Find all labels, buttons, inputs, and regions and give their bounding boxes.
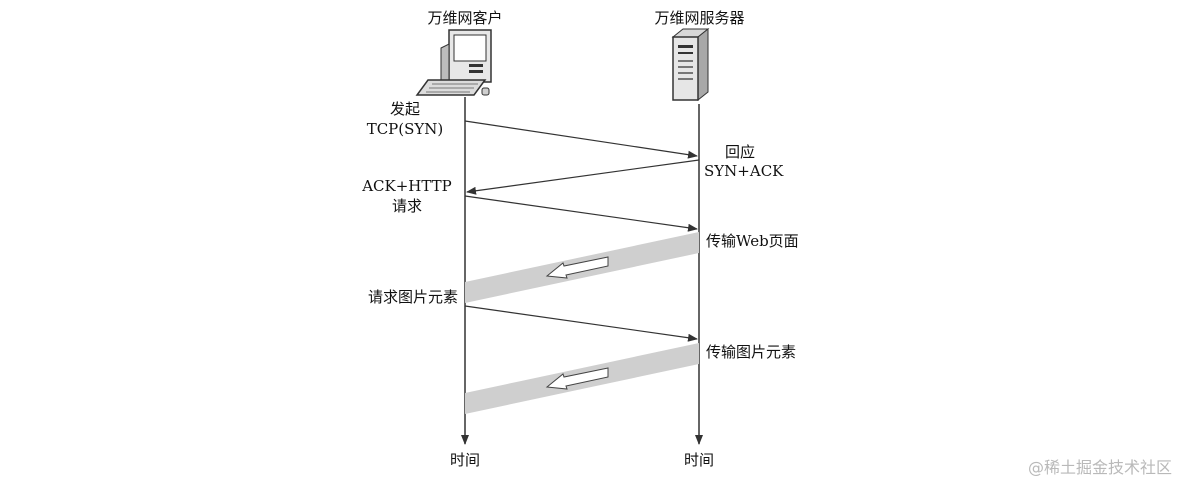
synack-label-line1: 回应 — [724, 143, 755, 161]
transfer-direction-arrow-icon — [545, 367, 609, 390]
watermark: @稀土掘金技术社区 — [1027, 458, 1172, 477]
image-request-arrow — [464, 305, 698, 342]
send-page-label: 传输Web页面 — [706, 232, 799, 250]
send-images-label: 传输图片元素 — [706, 343, 797, 361]
client-time-label: 时间 — [449, 451, 480, 469]
synack-label-line2: SYN+ACK — [704, 162, 784, 180]
server-tower-icon — [671, 27, 710, 102]
client-title: 万维网客户 — [427, 9, 503, 27]
transfer-direction-arrow-icon — [545, 256, 609, 279]
ack-http-label-line2: 请求 — [391, 197, 422, 215]
ack-http-label-line1: ACK+HTTP — [362, 177, 452, 195]
server-title: 万维网服务器 — [654, 9, 745, 27]
request-images-label: 请求图片元素 — [367, 288, 458, 306]
desktop-computer-icon — [415, 29, 492, 96]
syn-label-line2: TCP(SYN) — [366, 120, 444, 138]
http-request-arrow — [464, 195, 698, 232]
syn-label-line1: 发起 — [389, 100, 420, 118]
syn-arrow — [464, 120, 698, 159]
server-time-label: 时间 — [683, 451, 714, 469]
synack-arrow — [466, 159, 700, 195]
